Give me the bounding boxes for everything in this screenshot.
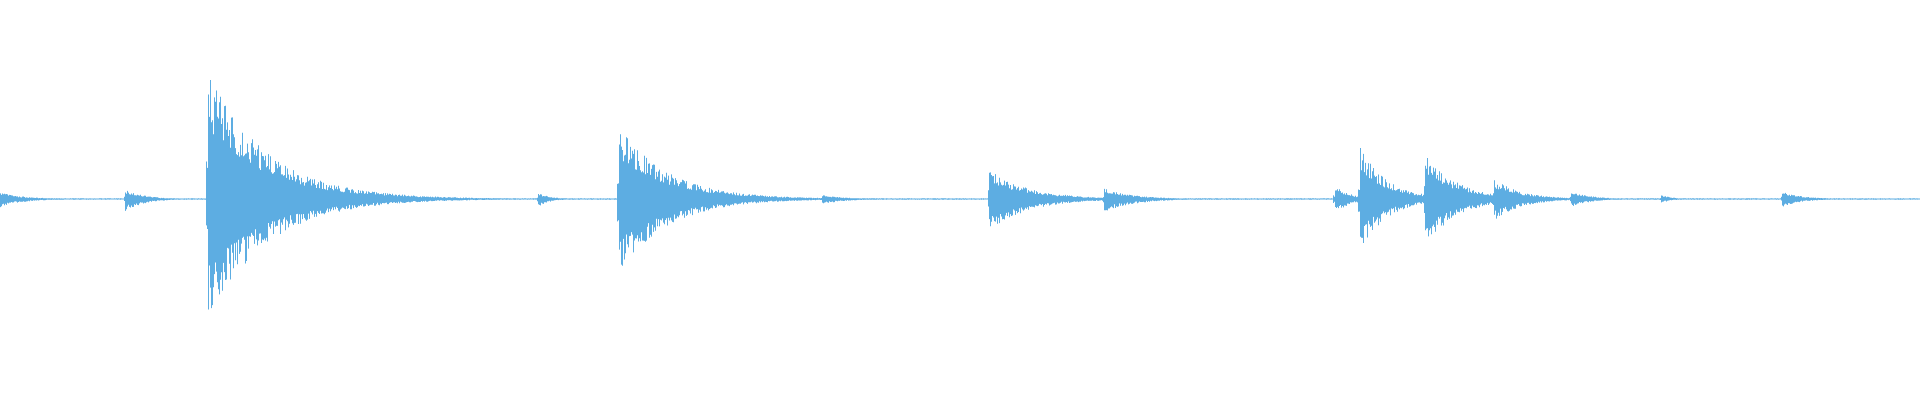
waveform-trace bbox=[0, 80, 1920, 310]
